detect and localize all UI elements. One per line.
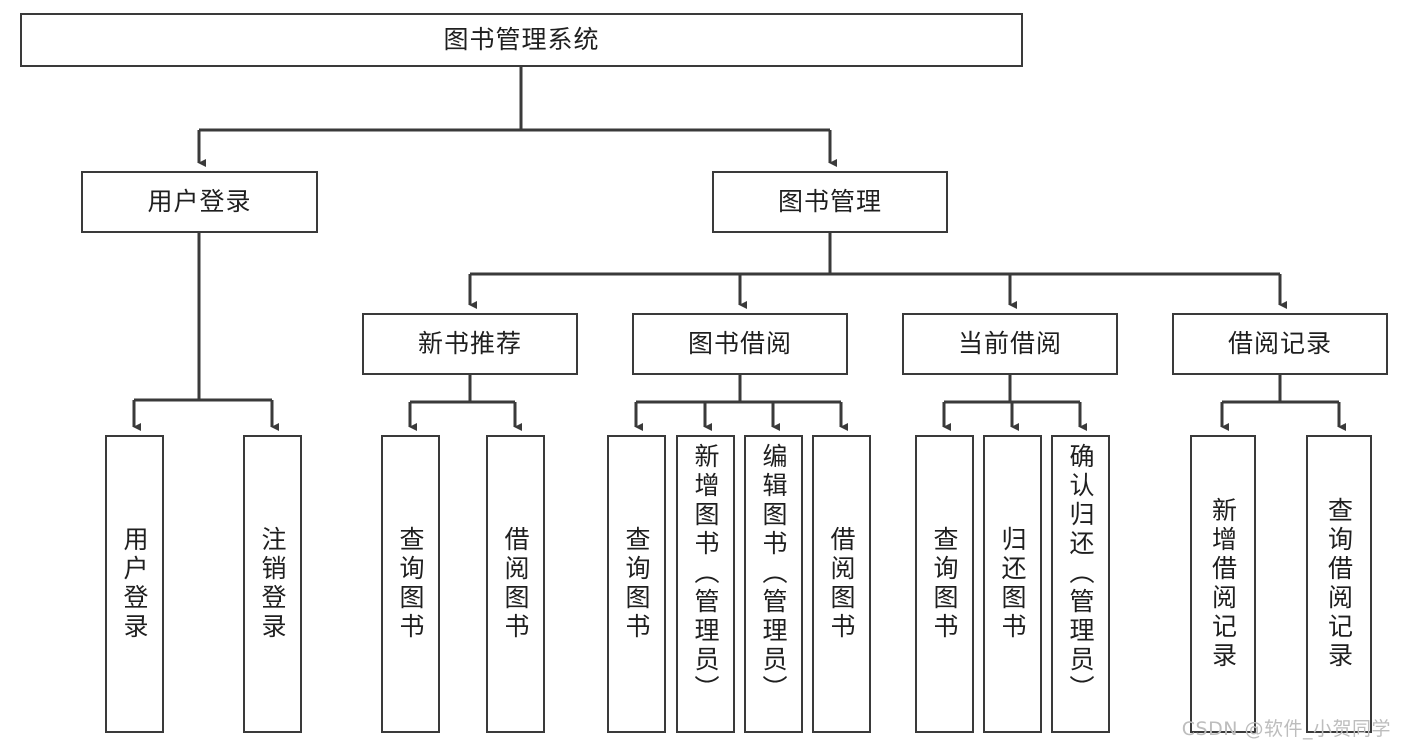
leaf-borrow-record-query-record[interactable]: 查询借阅记录 <box>1306 435 1372 733</box>
leaf-book-borrow-edit-book-admin[interactable]: 编辑图书（管理员） <box>744 435 803 733</box>
node-label: 借阅图书 <box>827 526 856 642</box>
node-label: 确认归还（管理员） <box>1066 443 1095 704</box>
leaf-book-borrow-query-book[interactable]: 查询图书 <box>607 435 666 733</box>
leaf-user-login-logout[interactable]: 注销登录 <box>243 435 302 733</box>
leaf-book-borrow-add-book-admin[interactable]: 新增图书（管理员） <box>676 435 735 733</box>
node-current-borrow[interactable]: 当前借阅 <box>902 313 1118 375</box>
node-new-book-recommend[interactable]: 新书推荐 <box>362 313 578 375</box>
node-book-borrow[interactable]: 图书借阅 <box>632 313 848 375</box>
node-label: 新增图书（管理员） <box>691 443 720 704</box>
node-label: 用户登录 <box>147 186 252 216</box>
node-label: 图书管理 <box>777 186 882 216</box>
watermark-text: CSDN @软件_小贺同学 <box>1181 718 1391 740</box>
node-label: 归还图书 <box>998 526 1027 642</box>
node-label: 当前借阅 <box>957 328 1062 358</box>
node-label: 图书借阅 <box>687 328 792 358</box>
node-label: 编辑图书（管理员） <box>759 443 788 704</box>
node-user-login[interactable]: 用户登录 <box>81 171 318 233</box>
leaf-book-borrow-borrow-book[interactable]: 借阅图书 <box>812 435 871 733</box>
node-label: 注销登录 <box>258 526 287 642</box>
node-label: 图书管理系统 <box>443 24 600 54</box>
node-root-book-management-system[interactable]: 图书管理系统 <box>20 13 1023 67</box>
leaf-new-book-query-book[interactable]: 查询图书 <box>381 435 440 733</box>
leaf-borrow-record-add-record[interactable]: 新增借阅记录 <box>1190 435 1256 733</box>
node-borrow-record[interactable]: 借阅记录 <box>1172 313 1388 375</box>
node-label: 用户登录 <box>120 526 149 642</box>
leaf-user-login-login[interactable]: 用户登录 <box>105 435 164 733</box>
node-label: 查询图书 <box>622 526 651 642</box>
node-label: 查询借阅记录 <box>1324 497 1354 671</box>
node-label: 借阅图书 <box>501 526 530 642</box>
leaf-current-borrow-confirm-return-admin[interactable]: 确认归还（管理员） <box>1051 435 1110 733</box>
leaf-new-book-borrow-book[interactable]: 借阅图书 <box>486 435 545 733</box>
node-label: 新增借阅记录 <box>1208 497 1238 671</box>
node-book-management[interactable]: 图书管理 <box>712 171 948 233</box>
node-label: 查询图书 <box>930 526 959 642</box>
node-label: 新书推荐 <box>417 328 522 358</box>
node-label: 借阅记录 <box>1227 328 1332 358</box>
leaf-current-borrow-return-book[interactable]: 归还图书 <box>983 435 1042 733</box>
node-label: 查询图书 <box>396 526 425 642</box>
leaf-current-borrow-query-book[interactable]: 查询图书 <box>915 435 974 733</box>
